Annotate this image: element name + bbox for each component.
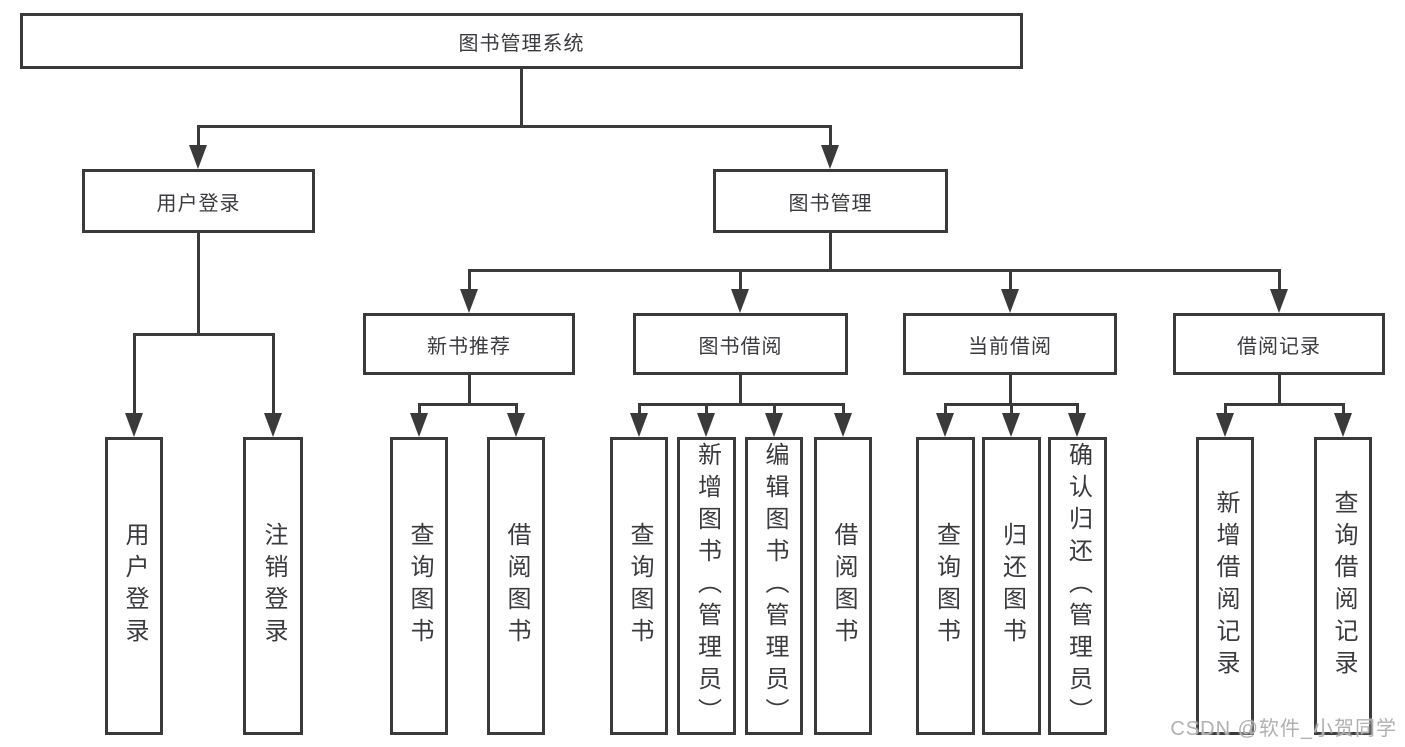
leaf-edit-book-admin: 编辑图书（管理员） xyxy=(745,437,803,735)
leaf-label: 查询借阅记录 xyxy=(1330,490,1357,682)
connector-line xyxy=(417,404,421,419)
connector-line xyxy=(467,375,471,406)
connector-line xyxy=(828,233,832,272)
connector-line xyxy=(1277,270,1281,295)
connector-line xyxy=(1277,375,1281,406)
connector-line xyxy=(132,332,275,336)
connector-line xyxy=(196,126,200,151)
arrow-down-icon xyxy=(460,289,478,313)
connector-line xyxy=(738,375,742,406)
leaf-add-book-admin: 新增图书（管理员） xyxy=(677,437,736,735)
leaf-label: 查询图书 xyxy=(626,522,653,650)
arrow-down-icon xyxy=(834,413,852,437)
connector-line xyxy=(828,126,832,151)
node-root-label: 图书管理系统 xyxy=(458,32,585,55)
arrow-down-icon xyxy=(125,413,143,437)
connector-line xyxy=(417,402,518,406)
arrow-down-icon xyxy=(1001,289,1019,313)
connector-line xyxy=(1075,404,1079,419)
connector-line xyxy=(196,233,200,336)
node-borrowing-records: 借阅记录 xyxy=(1173,313,1385,375)
arrow-down-icon xyxy=(1270,289,1288,313)
node-new-book-recommend: 新书推荐 xyxy=(363,313,575,375)
connector-line xyxy=(271,334,275,419)
connector-line xyxy=(467,268,1281,272)
arrow-down-icon xyxy=(731,289,749,313)
node-label: 借阅记录 xyxy=(1237,335,1321,358)
leaf-label: 确认归还（管理员） xyxy=(1064,442,1092,730)
arrow-down-icon xyxy=(630,413,648,437)
node-book-management: 图书管理 xyxy=(713,169,948,233)
connector-line xyxy=(1341,404,1345,419)
node-label: 用户登录 xyxy=(156,192,241,215)
arrow-down-icon xyxy=(1334,413,1352,437)
node-user-login: 用户登录 xyxy=(82,169,315,233)
arrow-down-icon xyxy=(507,413,525,437)
leaf-label: 新增图书（管理员） xyxy=(693,442,721,730)
leaf-query-book: 查询图书 xyxy=(610,437,668,735)
leaf-logout: 注销登录 xyxy=(243,437,303,735)
connector-line xyxy=(637,402,845,406)
connector-line xyxy=(772,404,776,419)
leaf-query-book: 查询图书 xyxy=(390,437,448,735)
connector-line xyxy=(467,270,471,295)
connector-line xyxy=(514,404,518,419)
arrow-down-icon xyxy=(936,413,954,437)
node-label: 当前借阅 xyxy=(968,335,1052,358)
connector-line xyxy=(637,404,641,419)
connector-line xyxy=(1223,402,1345,406)
node-label: 图书借阅 xyxy=(698,335,783,358)
connector-line xyxy=(132,334,136,419)
leaf-label: 编辑图书（管理员） xyxy=(761,442,788,730)
node-root-system: 图书管理系统 xyxy=(20,13,1023,69)
arrow-down-icon xyxy=(1002,413,1020,437)
connector-line xyxy=(1223,404,1227,419)
arrow-down-icon xyxy=(410,413,428,437)
leaf-query-book: 查询图书 xyxy=(916,437,975,735)
leaf-label: 借阅图书 xyxy=(830,522,857,650)
leaf-borrow-book: 借阅图书 xyxy=(814,437,872,735)
arrow-down-icon xyxy=(821,145,839,169)
arrow-down-icon xyxy=(264,413,282,437)
connector-line xyxy=(1009,404,1013,419)
leaf-add-borrow-record: 新增借阅记录 xyxy=(1196,437,1254,735)
leaf-user-login: 用户登录 xyxy=(105,437,163,735)
connector-line xyxy=(519,69,523,128)
leaf-query-borrow-record: 查询借阅记录 xyxy=(1314,437,1372,735)
node-label: 新书推荐 xyxy=(427,335,511,358)
node-book-borrowing: 图书借阅 xyxy=(633,313,848,375)
connector-line xyxy=(704,404,708,419)
node-label: 图书管理 xyxy=(788,192,873,215)
connector-line xyxy=(1008,270,1012,295)
arrow-down-icon xyxy=(765,413,783,437)
leaf-label: 查询图书 xyxy=(932,522,960,650)
arrow-down-icon xyxy=(189,145,207,169)
leaf-confirm-return-admin: 确认归还（管理员） xyxy=(1048,437,1107,735)
leaf-return-book: 归还图书 xyxy=(982,437,1041,735)
leaf-label: 用户登录 xyxy=(121,522,148,650)
connector-line xyxy=(738,270,742,295)
connector-line xyxy=(196,124,832,128)
arrow-down-icon xyxy=(1216,413,1234,437)
leaf-label: 归还图书 xyxy=(998,522,1026,650)
connector-line xyxy=(943,404,947,419)
connector-line xyxy=(1008,375,1012,406)
leaf-label: 借阅图书 xyxy=(503,522,530,650)
arrow-down-icon xyxy=(1068,413,1086,437)
csdn-watermark: CSDN @软件_小贺同学 xyxy=(1170,718,1397,740)
node-current-borrowing: 当前借阅 xyxy=(903,313,1117,375)
leaf-borrow-book: 借阅图书 xyxy=(487,437,545,735)
connector-line xyxy=(841,404,845,419)
leaf-label: 注销登录 xyxy=(260,522,287,650)
leaf-label: 新增借阅记录 xyxy=(1212,490,1239,682)
leaf-label: 查询图书 xyxy=(406,522,433,650)
arrow-down-icon xyxy=(697,413,715,437)
